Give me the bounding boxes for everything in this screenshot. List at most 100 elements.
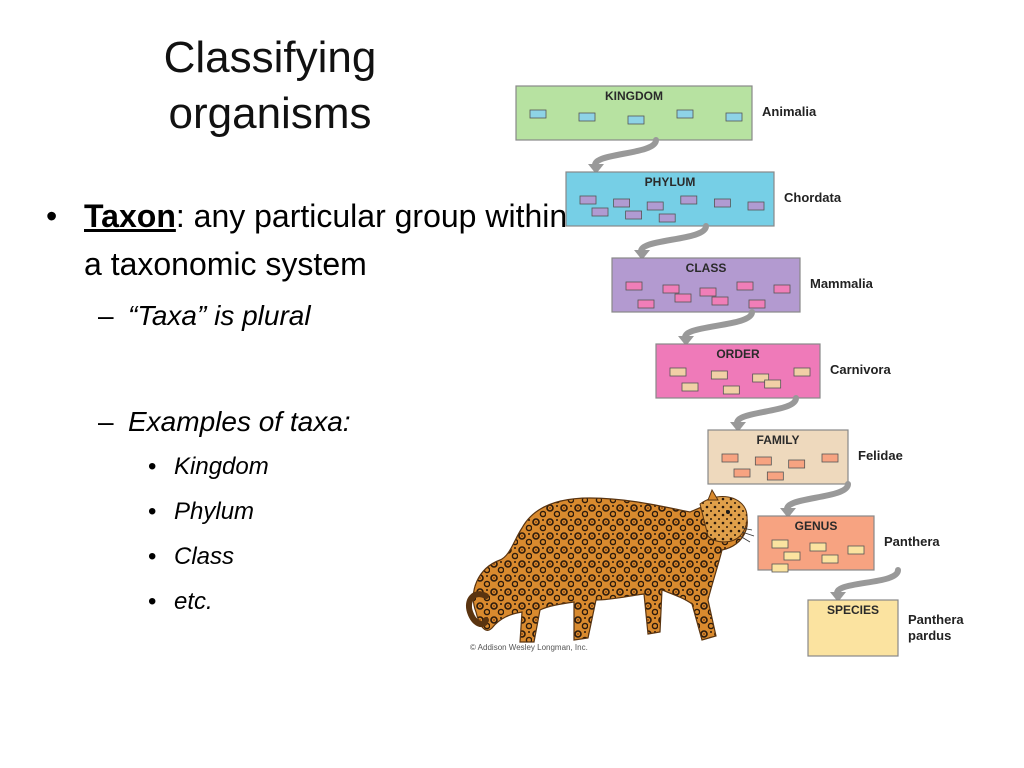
class-member: [699, 287, 717, 297]
arrow-head: [730, 422, 746, 432]
order-member: [752, 373, 770, 383]
dash-marker: –: [98, 300, 114, 331]
family-member: [788, 459, 806, 469]
example-text: etc.: [174, 588, 213, 615]
order-box: [655, 343, 821, 399]
class-member: [662, 284, 680, 294]
arrow-kingdom-to-phylum: [592, 137, 659, 171]
class-member: [736, 281, 754, 291]
kingdom-member: [676, 109, 694, 119]
species-taxon-name-line1: Panthera: [908, 612, 964, 627]
title-line-2: organisms: [168, 89, 372, 138]
example-text: Kingdom: [174, 453, 269, 480]
kingdom-member: [578, 112, 596, 122]
arrow-phylum-to-class: [638, 223, 709, 257]
family-rank-label: FAMILY: [757, 433, 800, 447]
phylum-taxon-name: Chordata: [784, 190, 842, 205]
example-item-class: • Class: [40, 534, 570, 579]
family-member: [733, 468, 751, 478]
arrow-class-to-order: [682, 309, 755, 343]
example-text: Class: [174, 543, 235, 570]
level-class: CLASS Mammalia: [611, 257, 874, 346]
family-member: [754, 456, 772, 466]
taxon-term: Taxon: [84, 198, 176, 234]
phylum-member: [658, 213, 676, 223]
example-item-kingdom: • Kingdom: [40, 444, 570, 489]
phylum-member: [747, 201, 765, 211]
arrow-head: [780, 508, 796, 518]
bullet-marker: •: [148, 498, 157, 525]
arrow-genus-to-species: [834, 567, 901, 599]
order-member: [764, 379, 782, 389]
genus-member: [771, 563, 789, 573]
example-item-etc: • etc.: [40, 579, 570, 624]
species-box: [807, 599, 899, 657]
order-member: [669, 367, 687, 377]
phylum-member: [646, 201, 664, 211]
examples-label: Examples of taxa:: [128, 406, 351, 437]
species-taxon-name-line2: pardus: [908, 628, 951, 643]
genus-member: [783, 551, 801, 561]
family-member: [721, 453, 739, 463]
kingdom-member: [529, 109, 547, 119]
bullet-marker: •: [148, 588, 157, 615]
dash-marker: –: [98, 406, 114, 437]
genus-member: [821, 554, 839, 564]
level-order: ORDER Carnivora: [655, 343, 891, 432]
class-member: [625, 281, 643, 291]
kingdom-rank-label: KINGDOM: [605, 89, 663, 103]
slide-title: Classifying organisms: [80, 30, 460, 142]
bullet-content: • Taxon: any particular group within a t…: [40, 192, 570, 624]
plural-note: “Taxa” is plural: [128, 300, 311, 331]
order-rank-label: ORDER: [716, 347, 760, 361]
order-member: [710, 370, 728, 380]
order-member: [793, 367, 811, 377]
phylum-member: [591, 207, 609, 217]
phylum-member: [680, 195, 698, 205]
phylum-member: [714, 198, 731, 208]
plural-note-bullet: – “Taxa” is plural: [40, 294, 570, 338]
genus-member: [809, 542, 827, 552]
family-taxon-name: Felidae: [858, 448, 903, 463]
class-taxon-name: Mammalia: [810, 276, 874, 291]
bullet-marker: •: [148, 453, 157, 480]
level-family: FAMILY Felidae: [707, 429, 903, 518]
species-rank-label: SPECIES: [827, 603, 879, 617]
order-taxon-name: Carnivora: [830, 362, 891, 377]
arrow-family-to-genus: [784, 481, 851, 515]
bullet-marker: •: [148, 543, 157, 570]
genus-box: [757, 515, 875, 571]
phylum-rank-label: PHYLUM: [645, 175, 696, 189]
example-text: Phylum: [174, 498, 255, 525]
examples-bullet: – Examples of taxa:: [40, 400, 570, 444]
image-credit: © Addison Wesley Longman, Inc.: [470, 643, 588, 652]
taxon-definition-bullet: • Taxon: any particular group within a t…: [40, 192, 570, 288]
class-member: [711, 296, 729, 306]
class-rank-label: CLASS: [686, 261, 727, 275]
class-member: [773, 284, 791, 294]
order-member: [681, 382, 699, 392]
family-member: [821, 453, 839, 463]
genus-taxon-name: Panthera: [884, 534, 940, 549]
example-item-phylum: • Phylum: [40, 489, 570, 534]
arrow-head: [588, 164, 604, 174]
phylum-member: [579, 195, 597, 205]
class-member: [748, 299, 766, 309]
genus-member: [847, 545, 865, 555]
arrow-head: [678, 336, 694, 346]
family-box: [707, 429, 849, 485]
level-genus: GENUS Panthera: [757, 515, 940, 602]
genus-rank-label: GENUS: [795, 519, 838, 533]
level-phylum: PHYLUM Chordata: [565, 171, 842, 260]
class-member: [637, 299, 655, 309]
genus-member: [771, 539, 789, 549]
kingdom-taxon-name: Animalia: [762, 104, 817, 119]
kingdom-member: [627, 115, 645, 125]
class-box: [611, 257, 801, 313]
phylum-member: [625, 210, 642, 220]
bullet-marker: •: [46, 198, 58, 234]
level-kingdom: KINGDOM Animalia: [515, 85, 817, 174]
class-member: [674, 293, 692, 303]
